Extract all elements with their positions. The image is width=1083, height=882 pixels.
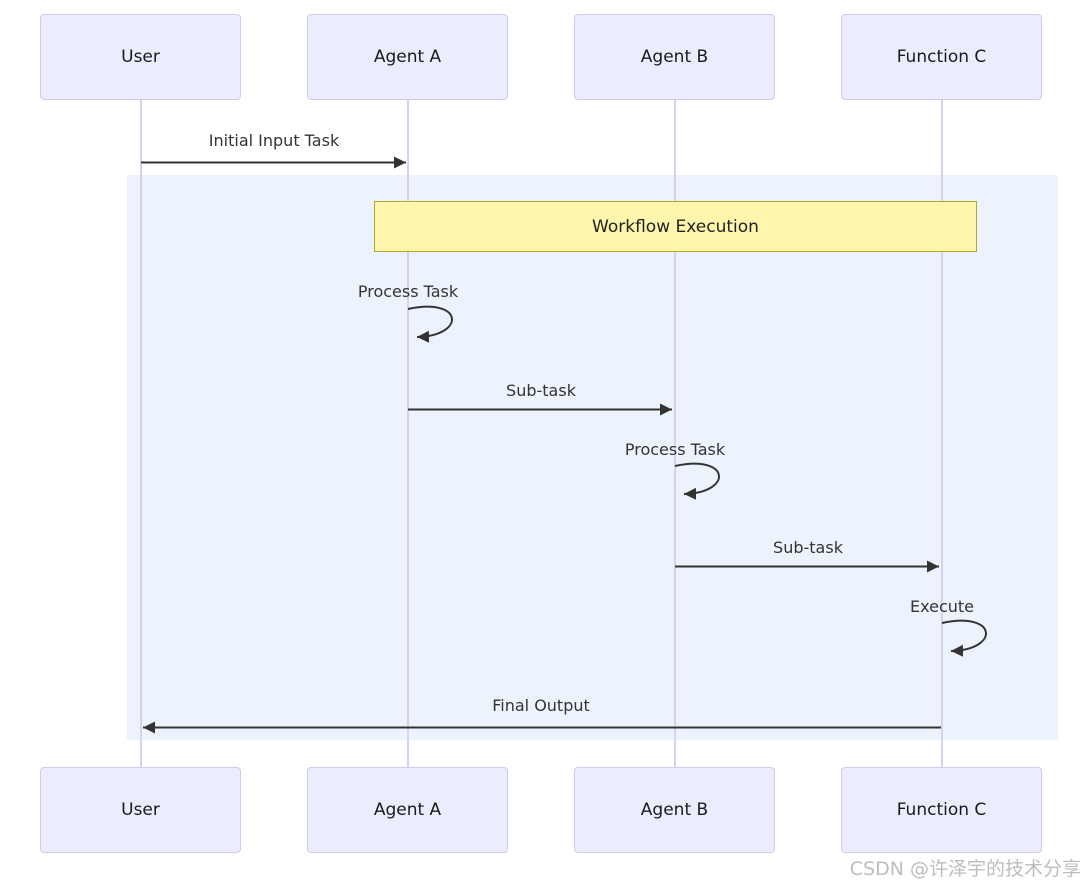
participant-bottom-agent-a: Agent A	[307, 767, 508, 853]
participant-top-agent-b: Agent B	[574, 14, 775, 100]
self-loop-function-c-execute	[941, 619, 987, 657]
message-label-sub-task-a-b: Sub-task	[506, 381, 576, 400]
message-label-final-output: Final Output	[492, 696, 590, 715]
self-loop-agent-a-process-task	[407, 305, 453, 343]
message-label-initial-input-task: Initial Input Task	[208, 131, 340, 150]
participant-top-function-c: Function C	[841, 14, 1042, 100]
participant-top-agent-b-label: Agent B	[640, 47, 709, 67]
participant-bottom-user: User	[40, 767, 241, 853]
participant-bottom-user-label: User	[121, 800, 160, 820]
participant-top-user-label: User	[121, 47, 160, 67]
participant-top-agent-a: Agent A	[307, 14, 508, 100]
participant-bottom-agent-a-label: Agent A	[373, 800, 442, 820]
participant-bottom-agent-b: Agent B	[574, 767, 775, 853]
participant-bottom-function-c-label: Function C	[896, 800, 987, 820]
workflow-highlight-region	[127, 175, 1058, 740]
participant-bottom-agent-b-label: Agent B	[640, 800, 709, 820]
lifeline-agent-b	[673, 100, 676, 767]
csdn-watermark: CSDN @许泽宇的技术分享	[849, 858, 1081, 880]
participant-top-agent-a-label: Agent A	[373, 47, 442, 67]
self-loop-agent-b-process-task	[674, 462, 720, 500]
lifeline-user	[139, 100, 142, 767]
participant-bottom-function-c: Function C	[841, 767, 1042, 853]
message-label-sub-task-b-c: Sub-task	[773, 538, 843, 557]
message-label-execute: Execute	[910, 597, 974, 616]
participant-top-function-c-label: Function C	[896, 47, 987, 67]
workflow-execution-note: Workflow Execution	[374, 201, 977, 252]
workflow-execution-note-label: Workflow Execution	[592, 216, 759, 237]
lifeline-agent-a	[406, 100, 409, 767]
lifeline-function-c	[940, 100, 943, 767]
participant-top-user: User	[40, 14, 241, 100]
message-label-process-task-b: Process Task	[624, 440, 726, 459]
message-label-process-task-a: Process Task	[357, 282, 459, 301]
